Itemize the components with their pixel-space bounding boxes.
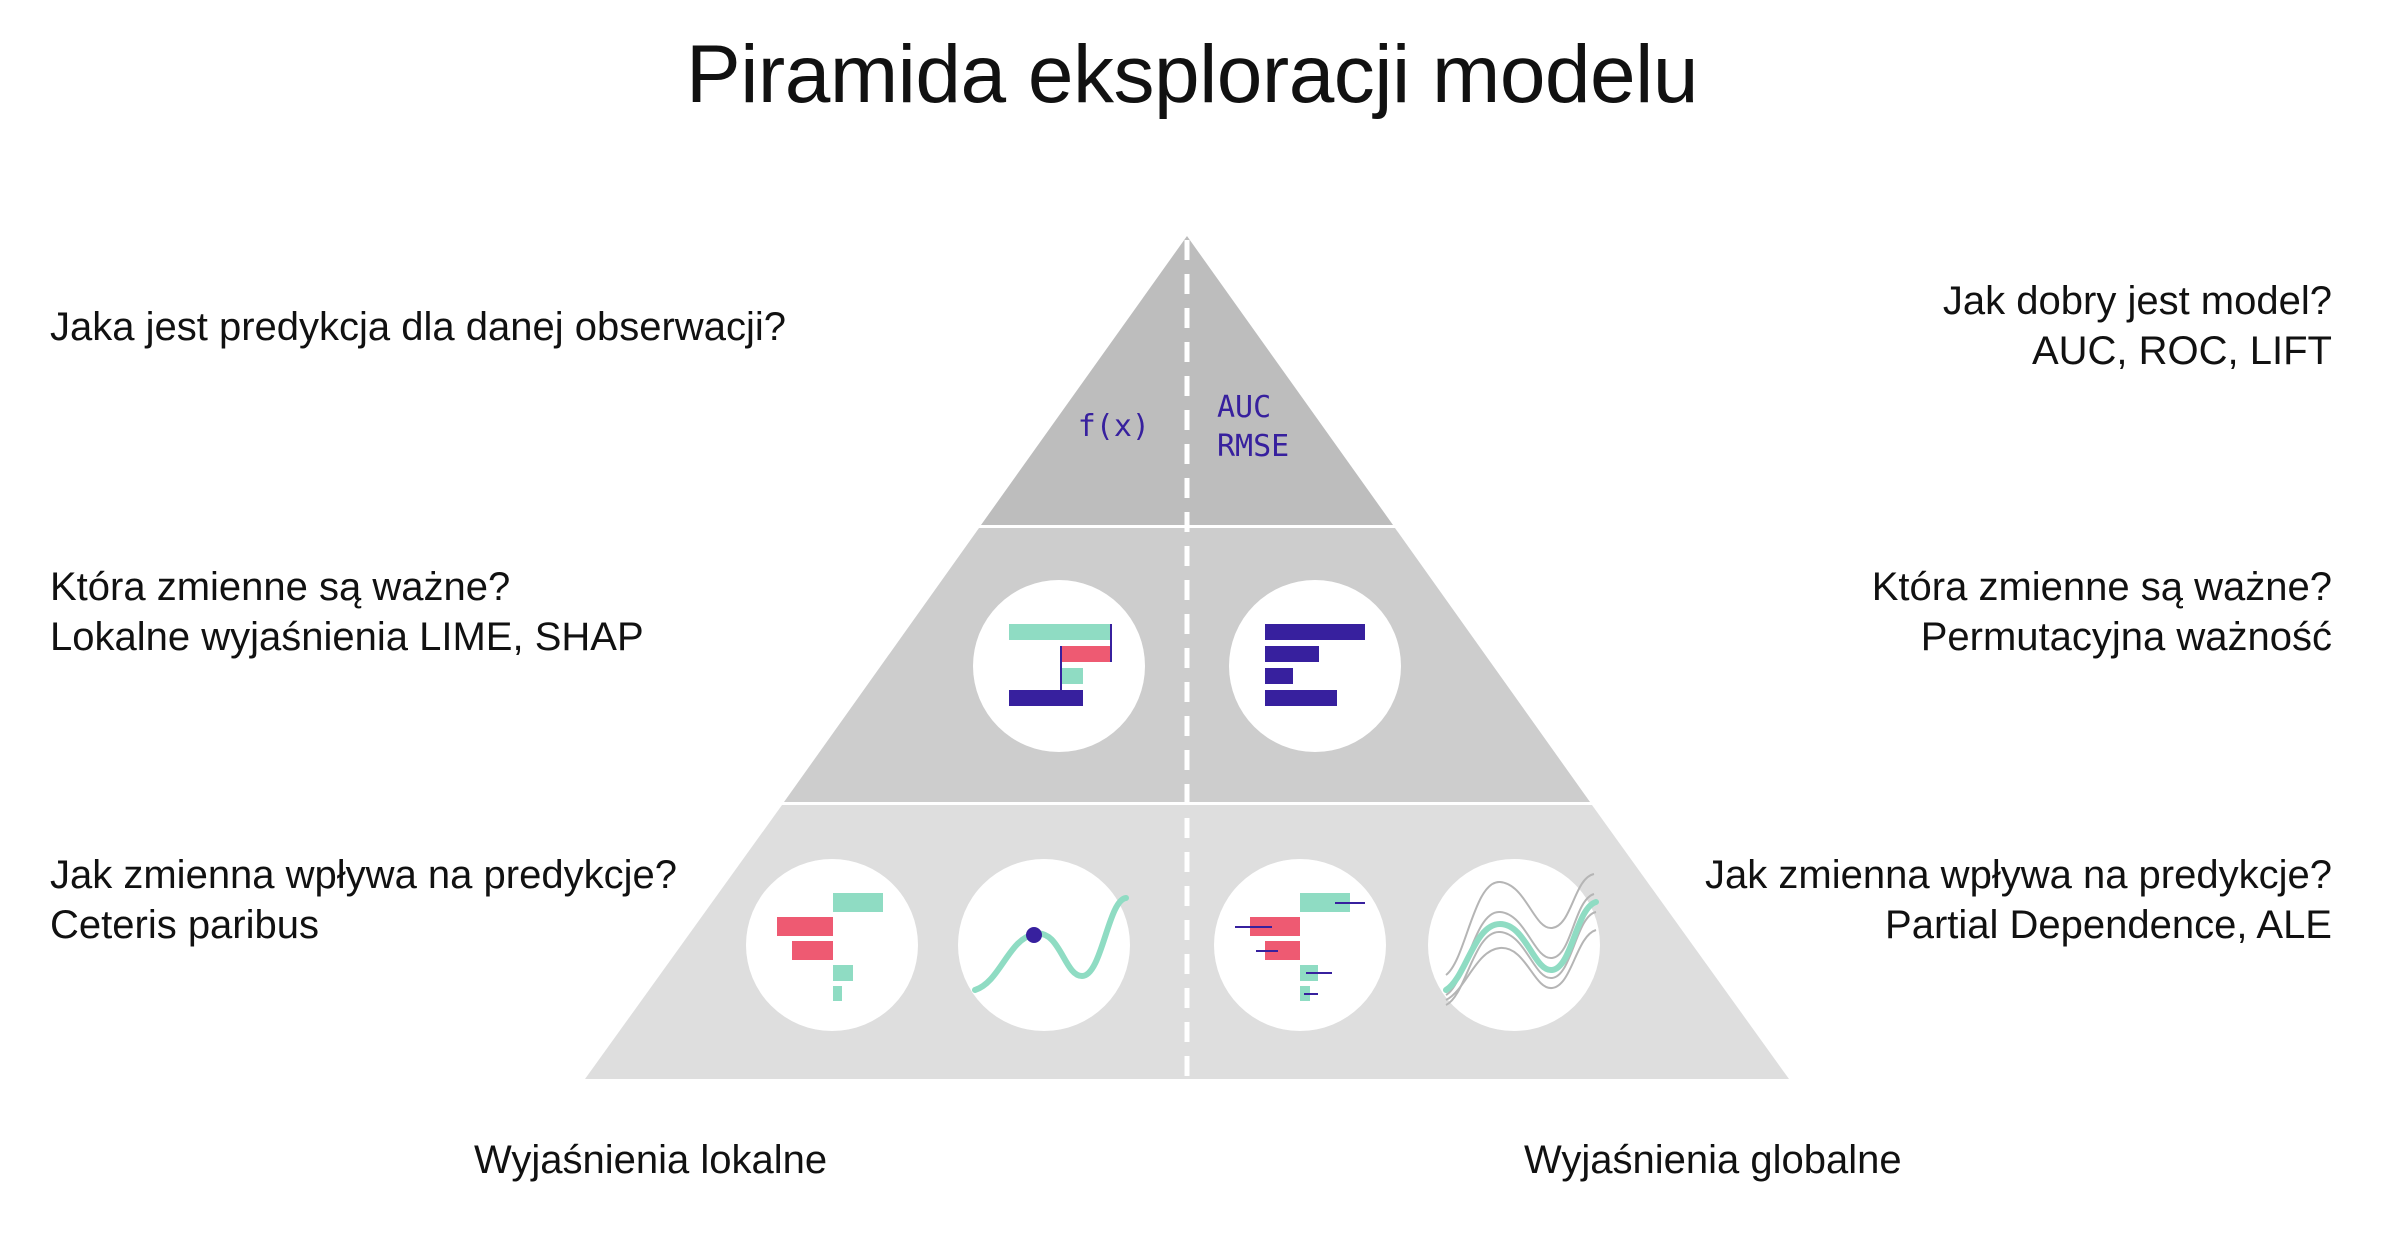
row1-right-line2: AUC, ROC, LIFT <box>2031 329 2332 373</box>
row1-right-question: Jak dobry jest model? AUC, ROC, LIFT <box>1943 276 2332 376</box>
apex-rmse-label: RMSE <box>1217 429 1289 464</box>
partial-dependence-icon <box>1428 859 1600 1031</box>
apex-auc-label: AUC <box>1217 390 1271 425</box>
apex-fx-label: f(x) <box>1078 409 1150 444</box>
row3-left-line1: Jak zmienna wpływa na predykcje? <box>50 853 677 897</box>
variable-importance-boxplot-icon <box>1214 859 1386 1031</box>
row3-left-question: Jak zmienna wpływa na predykcje? Ceteris… <box>50 850 677 950</box>
page-title: Piramida eksploracji modelu <box>686 29 1698 120</box>
permutation-importance-icon <box>1229 580 1401 752</box>
footer-global-label: Wyjaśnienia globalne <box>1524 1138 1902 1182</box>
row2-left-question: Która zmienne są ważne? Lokalne wyjaśnie… <box>50 562 644 662</box>
footer-local-label: Wyjaśnienia lokalne <box>474 1138 828 1182</box>
row2-right-line1: Która zmienne są ważne? <box>1871 565 2332 609</box>
row2-left-line2: Lokalne wyjaśnienia LIME, SHAP <box>50 615 644 659</box>
break-down-icon <box>746 859 918 1031</box>
row1-right-line1: Jak dobry jest model? <box>1942 279 2332 323</box>
shap-waterfall-icon <box>973 580 1145 752</box>
row2-right-line2: Permutacyjna ważność <box>1920 615 2332 659</box>
row3-right-line2: Partial Dependence, ALE <box>1885 903 2332 947</box>
row3-left-line2: Ceteris paribus <box>50 903 320 947</box>
ceteris-paribus-icon <box>958 859 1130 1031</box>
row2-left-line1: Która zmienne są ważne? <box>50 565 511 609</box>
row1-left-question: Jaka jest predykcja dla danej obserwacji… <box>50 302 786 352</box>
row1-left-line1: Jaka jest predykcja dla danej obserwacji… <box>50 305 786 349</box>
row3-right-line1: Jak zmienna wpływa na predykcje? <box>1705 853 2332 897</box>
row2-right-question: Która zmienne są ważne? Permutacyjna waż… <box>1872 562 2332 662</box>
row3-right-question: Jak zmienna wpływa na predykcje? Partial… <box>1705 850 2332 950</box>
